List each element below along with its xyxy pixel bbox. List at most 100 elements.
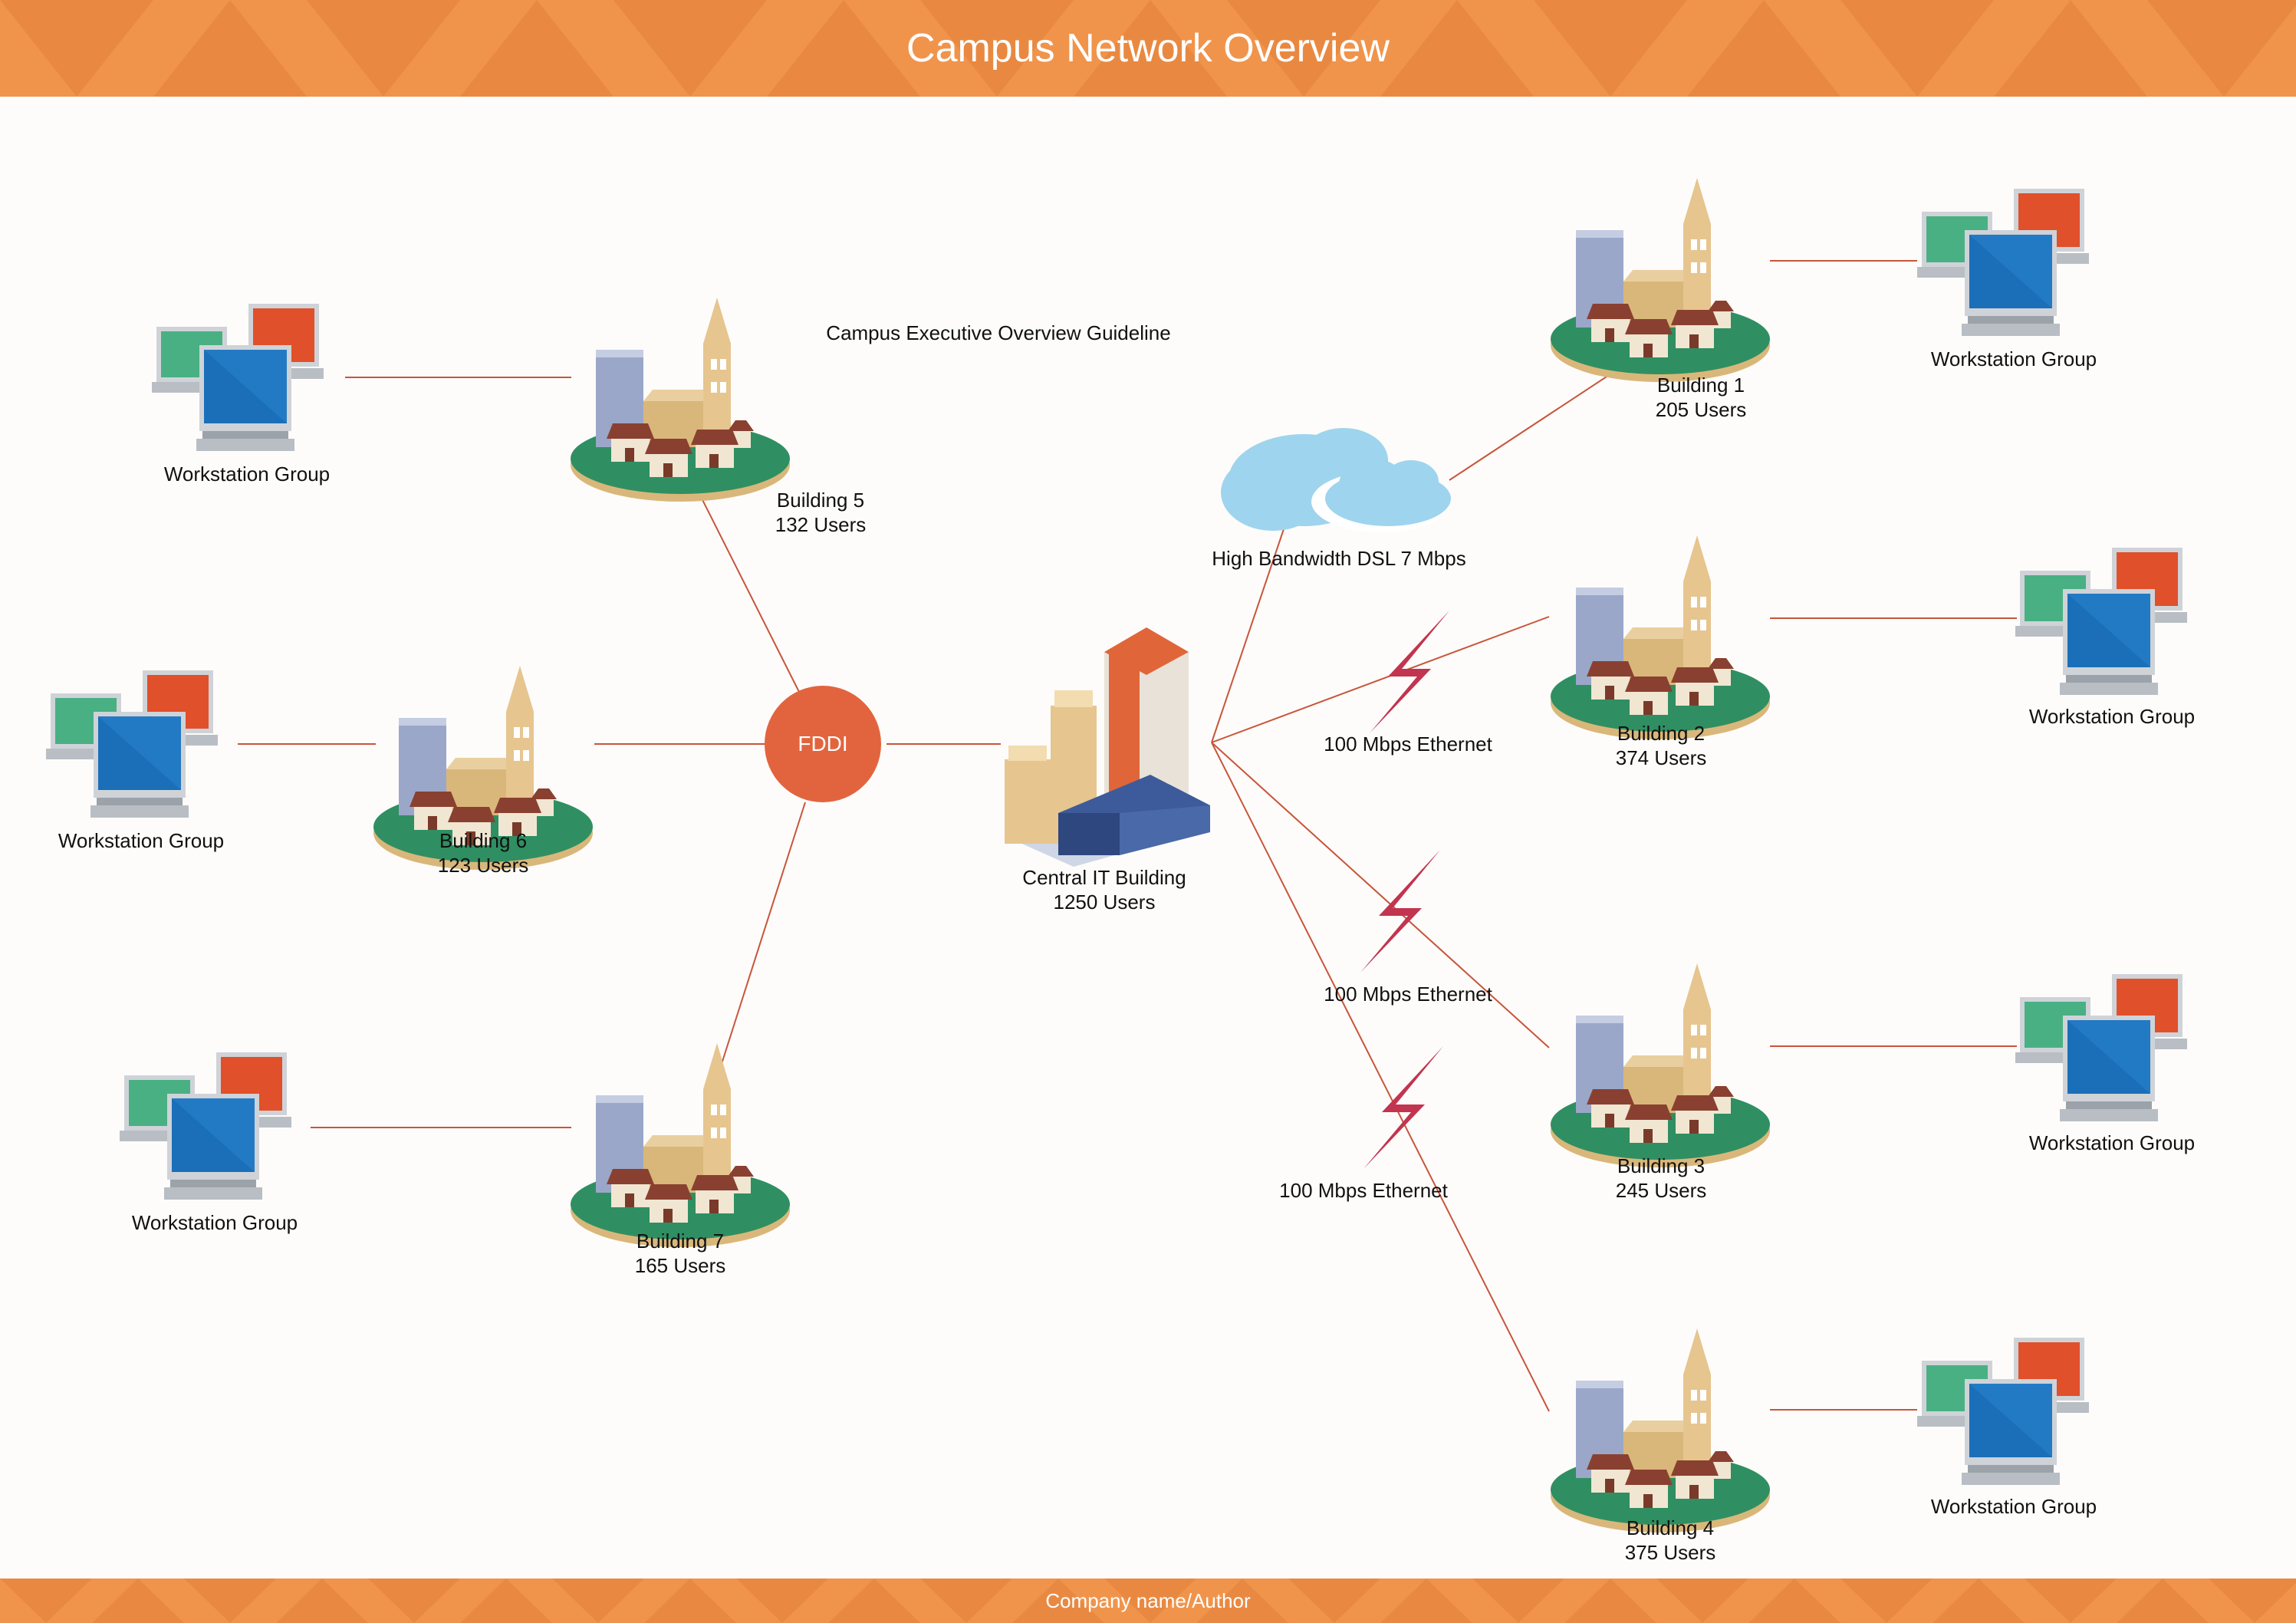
banner-triangle <box>1472 1579 1564 1623</box>
banner-triangle <box>2209 1579 2296 1623</box>
banner-triangle <box>1104 1579 1196 1623</box>
workstation-group-icon-b6 <box>46 670 218 818</box>
building-name: Building 2 <box>1617 722 1706 745</box>
banner-triangle <box>1840 1579 1933 1623</box>
banner-triangle <box>460 0 613 97</box>
footer-pattern <box>0 1579 2296 1623</box>
banner-triangle <box>368 1579 460 1623</box>
banner-triangle <box>644 1579 736 1623</box>
workstation-group-label-b6: Workstation Group <box>58 829 225 852</box>
banner-triangle <box>1288 1579 1380 1623</box>
banner-triangle <box>92 1579 184 1623</box>
building-3-label: Building 3 245 Users <box>1616 1154 1707 1203</box>
banner-triangle <box>920 1579 1012 1623</box>
banner-triangle <box>1074 0 1227 97</box>
banner-triangle <box>1196 1579 1288 1623</box>
cloud-icon <box>1221 428 1451 532</box>
building-5-label: Building 5 132 Users <box>775 488 867 537</box>
link-central-b2 <box>1211 616 1550 743</box>
workstation-group-icon-b7 <box>120 1052 291 1200</box>
header-banner <box>0 0 2296 97</box>
banner-triangle <box>0 1579 92 1623</box>
ethernet-link-label-3: 100 Mbps Ethernet <box>1279 1179 1448 1202</box>
banner-triangle <box>1227 0 1380 97</box>
banner-triangle <box>0 0 153 97</box>
footer-author: Company name/Author <box>1045 1589 1251 1612</box>
banner-triangle <box>1380 1579 1472 1623</box>
guideline-caption: Campus Executive Overview Guideline <box>826 321 1171 344</box>
building-6-label: Building 6 123 Users <box>438 828 529 877</box>
banner-triangle <box>1994 0 2147 97</box>
banner-triangle <box>276 1579 368 1623</box>
building-users: 375 Users <box>1624 1541 1716 1564</box>
banner-triangle <box>2025 1579 2117 1623</box>
building-users: 205 Users <box>1655 398 1747 421</box>
banner-triangle <box>460 1579 552 1623</box>
banner-triangle <box>552 1579 644 1623</box>
banner-triangle <box>920 0 1074 97</box>
central-it-label: Central IT Building 1250 Users <box>1022 865 1186 914</box>
banner-triangle <box>1534 0 1687 97</box>
building-1-icon <box>1551 178 1770 382</box>
banner-triangle <box>2147 0 2296 97</box>
ethernet-link-label-1: 100 Mbps Ethernet <box>1324 732 1492 756</box>
link-central-b3 <box>1211 742 1550 1049</box>
workstation-group-label-b2: Workstation Group <box>2028 705 2196 728</box>
building-users: 165 Users <box>634 1254 726 1277</box>
banner-triangle <box>1687 0 1840 97</box>
banner-triangle <box>828 1579 920 1623</box>
workstation-group-label-b3: Workstation Group <box>2028 1131 2196 1154</box>
header-pattern <box>0 0 2296 97</box>
link-central-cloud <box>1211 515 1289 743</box>
ethernet-lightning-icon-3 <box>1363 1046 1443 1169</box>
workstation-group-icon-b3 <box>2015 974 2187 1121</box>
building-5-icon <box>571 298 790 502</box>
link-central-b4 <box>1211 742 1550 1412</box>
banner-triangle <box>153 0 307 97</box>
building-2-icon <box>1551 535 1770 739</box>
link-b7-fddi <box>720 802 806 1067</box>
building-3-icon <box>1551 963 1770 1167</box>
cloud-link-label: High Bandwidth DSL 7 Mbps <box>1212 547 1466 570</box>
workstation-group-icon-b2 <box>2015 548 2187 695</box>
banner-triangle <box>1656 1579 1748 1623</box>
workstation-group-icon-b4 <box>1917 1338 2089 1485</box>
banner-triangle <box>2117 1579 2209 1623</box>
banner-triangle <box>1012 1579 1104 1623</box>
banner-triangle <box>1933 1579 2025 1623</box>
building-name: Building 1 <box>1656 374 1745 397</box>
page-title: Campus Network Overview <box>906 26 1390 71</box>
fddi-hub <box>765 686 881 802</box>
building-1-label: Building 1 205 Users <box>1656 373 1747 422</box>
building-users: 132 Users <box>775 513 867 536</box>
banner-triangle <box>1748 1579 1840 1623</box>
building-2-label: Building 2 374 Users <box>1616 721 1707 770</box>
central-users: 1250 Users <box>1053 891 1156 914</box>
building-4-label: Building 4 375 Users <box>1625 1516 1716 1565</box>
banner-triangle <box>1564 1579 1656 1623</box>
central-name: Central IT Building <box>1022 866 1186 889</box>
building-7-label: Building 7 165 Users <box>635 1229 726 1278</box>
workstation-group-label-b4: Workstation Group <box>1930 1495 2097 1518</box>
workstation-group-label-b7: Workstation Group <box>131 1211 298 1234</box>
ethernet-lightning-icon-1 <box>1370 611 1449 733</box>
footer-banner <box>0 1579 2296 1623</box>
fddi-label: FDDI <box>798 732 848 756</box>
building-name: Building 3 <box>1617 1154 1706 1177</box>
building-7-icon <box>571 1043 790 1247</box>
building-users: 245 Users <box>1615 1179 1707 1202</box>
workstation-group-label-b5: Workstation Group <box>163 463 331 486</box>
building-name: Building 6 <box>439 829 528 852</box>
banner-triangle <box>767 0 920 97</box>
workstation-group-icon-b5 <box>152 304 324 451</box>
banner-triangle <box>184 1579 276 1623</box>
ethernet-lightning-icon-2 <box>1360 850 1440 973</box>
connection-lines <box>238 260 2017 1412</box>
building-name: Building 7 <box>636 1230 725 1253</box>
building-users: 374 Users <box>1615 746 1707 769</box>
building-users: 123 Users <box>437 854 529 877</box>
banner-triangle <box>613 0 767 97</box>
workstation-group-icon-b1 <box>1917 189 2089 336</box>
banner-triangle <box>1840 0 1994 97</box>
